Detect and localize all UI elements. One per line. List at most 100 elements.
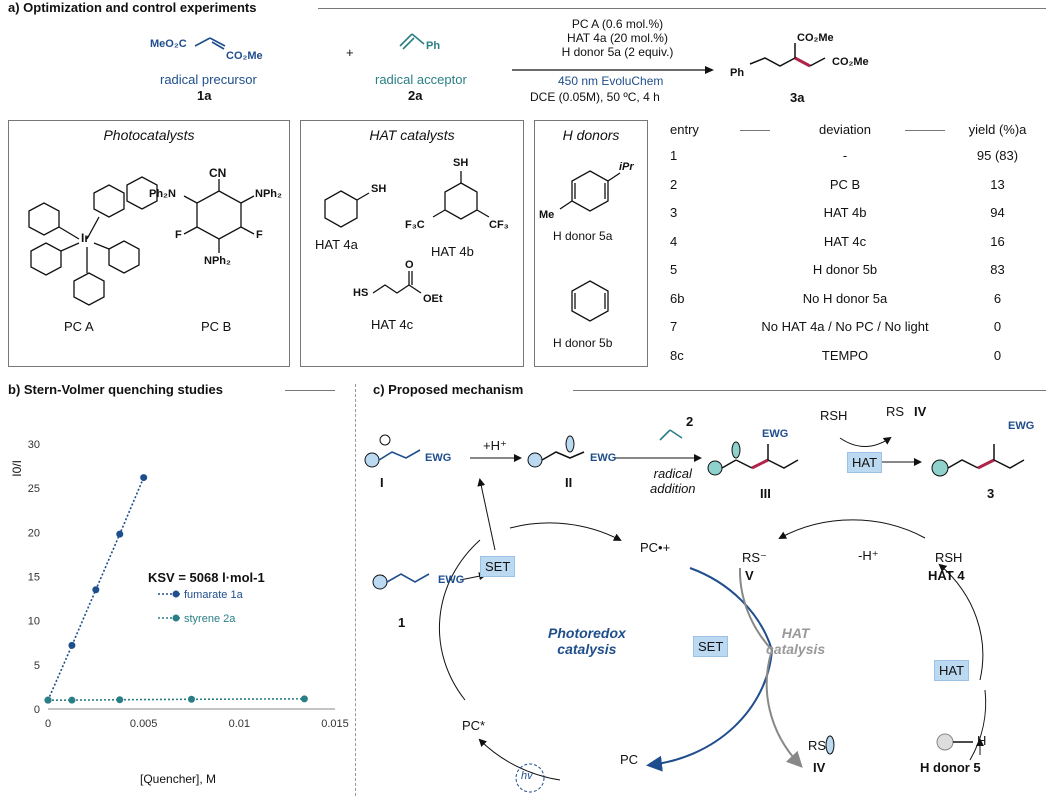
h5b-label: H donor 5b bbox=[553, 336, 613, 350]
x-tick-label: 0.005 bbox=[130, 718, 158, 730]
r2-ph: Ph bbox=[426, 40, 441, 52]
y-tick-label: 20 bbox=[28, 527, 40, 539]
hs-4c: HS bbox=[353, 287, 369, 299]
row-entry: 3 bbox=[670, 205, 678, 220]
conditions-below: DCE (0.05M), 50 ºC, 4 h bbox=[530, 90, 660, 104]
hat-title: HAT catalysts bbox=[369, 127, 455, 143]
product-ph: Ph bbox=[730, 67, 745, 79]
mech-1: 1 bbox=[398, 615, 406, 630]
mech-hatcat: HAT catalysis bbox=[766, 625, 826, 657]
row-entry: 5 bbox=[670, 262, 678, 277]
legend-entry: styrene 2a bbox=[184, 613, 236, 625]
reactant2-id: 2a bbox=[408, 88, 423, 103]
x-tick-label: 0.015 bbox=[321, 718, 349, 730]
header-deviation: deviation bbox=[818, 122, 872, 137]
reaction-scheme bbox=[194, 33, 826, 74]
legend-marker bbox=[172, 590, 180, 598]
mech-hv: hv bbox=[521, 770, 533, 782]
mech-IV-bottom: IV bbox=[813, 760, 826, 775]
pca-label: PC A bbox=[64, 319, 94, 334]
nph2-right: NPh₂ bbox=[255, 188, 282, 200]
condition-hdonor: H donor 5a (2 equiv.) bbox=[561, 45, 674, 59]
header-yield: yield (%)a bbox=[968, 122, 1027, 137]
reactant2-label: radical acceptor bbox=[375, 72, 467, 87]
y-tick-label: 0 bbox=[34, 704, 40, 716]
mech-hdonor5: H donor 5 bbox=[920, 760, 981, 775]
mech-hat-box-right: HAT bbox=[934, 660, 970, 681]
me-label: Me bbox=[539, 209, 555, 221]
mech-photoredox: Photoredox catalysis bbox=[548, 625, 626, 657]
sh-4b: SH bbox=[453, 157, 469, 169]
row-yield: 94 bbox=[990, 205, 1005, 220]
ipr-label: iPr bbox=[619, 161, 634, 173]
mech-I: I bbox=[380, 475, 384, 490]
row-deviation: No HAT 4a / No PC / No light bbox=[761, 319, 929, 334]
hdonor-box: H donors iPr Me H donor 5a H donor 5b bbox=[534, 120, 648, 367]
reactant1-id: 1a bbox=[197, 88, 212, 103]
data-point bbox=[140, 474, 148, 482]
mech-plus-h: +H⁺ bbox=[483, 438, 507, 453]
data-point bbox=[68, 641, 76, 649]
y-tick-label: 25 bbox=[28, 483, 40, 495]
table-row: 5 H donor 5b 83 bbox=[660, 258, 1045, 284]
mech-3: 3 bbox=[987, 486, 995, 501]
row-deviation: H donor 5b bbox=[812, 262, 878, 277]
mech-ewg-I: EWG bbox=[425, 452, 452, 464]
section-c-title: c) Proposed mechanism bbox=[373, 382, 524, 397]
data-point bbox=[188, 695, 195, 703]
conditions-above: PC A (0.6 mol.%) HAT 4a (20 mol.%) H don… bbox=[560, 17, 675, 59]
section-a-title: a) Optimization and control experiments bbox=[8, 0, 257, 15]
mechanism-diagram bbox=[364, 429, 1025, 793]
mech-minus-h: -H⁺ bbox=[858, 548, 879, 563]
hat4c-label: HAT 4c bbox=[371, 317, 414, 332]
product-co2me-right: CO₂Me bbox=[832, 56, 869, 68]
row-yield: 83 bbox=[990, 262, 1005, 277]
plus-sign: + bbox=[346, 45, 354, 60]
y-tick-label: 15 bbox=[28, 572, 40, 584]
condition-hat: HAT 4a (20 mol.%) bbox=[567, 31, 668, 45]
mech-III: III bbox=[760, 486, 771, 501]
cf3-4b: CF₃ bbox=[489, 219, 509, 231]
mech-2: 2 bbox=[686, 414, 694, 429]
row-yield: 6 bbox=[993, 290, 1002, 306]
row-entry: 4 bbox=[670, 233, 678, 249]
ksv-annotation: KSV = 5068 l·mol-1 bbox=[148, 570, 265, 585]
mech-rsh-top: RSH bbox=[820, 408, 848, 423]
photocatalysts-title: Photocatalysts bbox=[103, 127, 195, 143]
chart-xlabel: [Quencher], M bbox=[140, 772, 217, 786]
data-point bbox=[44, 696, 52, 704]
table-header: entry deviation yield (%)a bbox=[660, 118, 1045, 144]
f-left: F bbox=[175, 229, 182, 241]
mech-pc-cation: PC•+ bbox=[640, 540, 671, 555]
data-point bbox=[116, 696, 124, 704]
pc-structures bbox=[28, 176, 255, 306]
y-tick-label: 10 bbox=[28, 616, 40, 628]
mech-hat4: HAT 4 bbox=[928, 568, 965, 583]
row-deviation: PC B bbox=[829, 176, 861, 192]
mech-set-center: SET bbox=[693, 636, 729, 657]
nph2-bottom: NPh₂ bbox=[204, 255, 231, 267]
section-b-title: b) Stern-Volmer quenching studies bbox=[8, 382, 224, 397]
header-entry: entry bbox=[670, 122, 699, 137]
hat-box: HAT catalysts SH HAT 4a SH F₃C CF₃ HAT 4… bbox=[300, 120, 524, 367]
ph2n-left: Ph₂N bbox=[149, 188, 176, 200]
y-tick-label: 30 bbox=[28, 439, 40, 451]
row-deviation: HAT 4c bbox=[823, 233, 867, 249]
product-co2me-top: CO₂Me bbox=[797, 32, 834, 44]
product-id: 3a bbox=[790, 90, 805, 105]
row-yield: 0 bbox=[993, 347, 1002, 363]
sh-4a: SH bbox=[371, 183, 387, 195]
x-tick-label: 0 bbox=[45, 718, 51, 730]
row-deviation: TEMPO bbox=[821, 347, 869, 363]
hat-structures bbox=[324, 171, 490, 294]
mech-IV-top: IV bbox=[914, 404, 927, 419]
mech-ewg-III: EWG bbox=[762, 428, 789, 440]
r1-right-group: CO₂Me bbox=[226, 50, 263, 62]
mech-rs-bottom: RS bbox=[808, 738, 827, 753]
table-row: 1-95 (83) bbox=[660, 144, 1045, 170]
